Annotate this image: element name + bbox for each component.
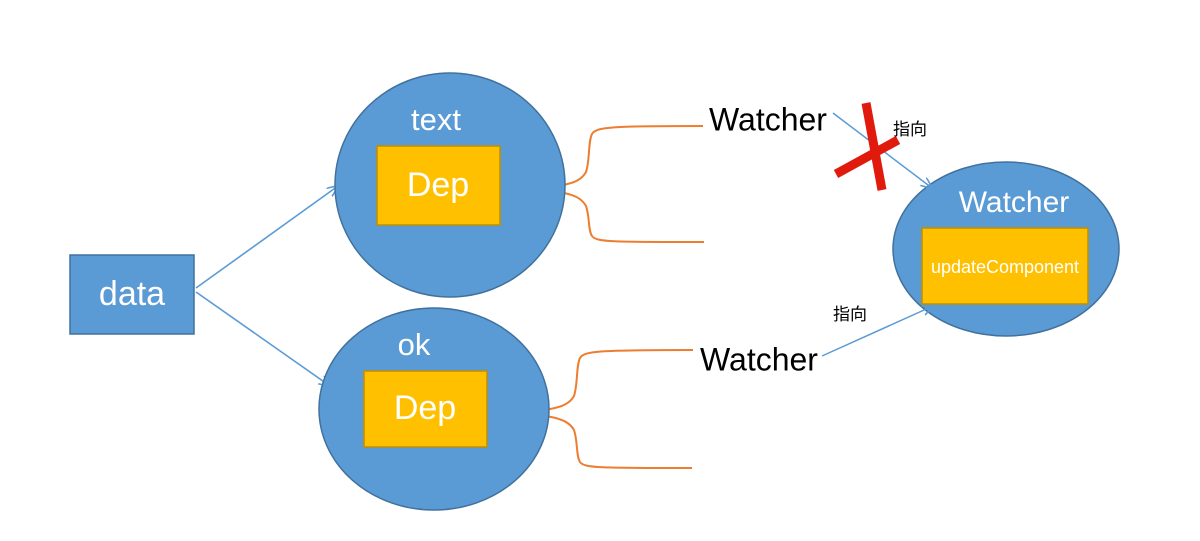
text-dep-box-label: Dep xyxy=(407,166,469,204)
node-update-component-box[interactable] xyxy=(921,227,1089,305)
edge-watcher-bottom-pointer xyxy=(821,306,933,357)
ok-ellipse-label: ok xyxy=(398,327,431,362)
watcher-bottom-label: Watcher xyxy=(700,341,818,377)
watcher-ellipse-label: Watcher xyxy=(959,186,1070,219)
pointer-top-label: 指向 xyxy=(893,120,927,140)
node-data-box[interactable] xyxy=(69,254,195,335)
edge-data-to-ok xyxy=(195,291,330,386)
node-text-dep-box[interactable] xyxy=(376,145,501,226)
node-ok-dep-box[interactable] xyxy=(363,370,488,448)
update-component-box-label: updateComponent xyxy=(931,257,1079,277)
watcher-top-label: Watcher xyxy=(709,101,827,137)
text-ellipse-label: text xyxy=(411,102,461,137)
edge-data-to-text xyxy=(195,186,338,289)
ok-dep-box-label: Dep xyxy=(394,389,456,427)
data-box-label: data xyxy=(99,275,165,313)
pointer-bottom-label: 指向 xyxy=(833,305,867,325)
blocked-marker-red-cross xyxy=(833,102,901,191)
